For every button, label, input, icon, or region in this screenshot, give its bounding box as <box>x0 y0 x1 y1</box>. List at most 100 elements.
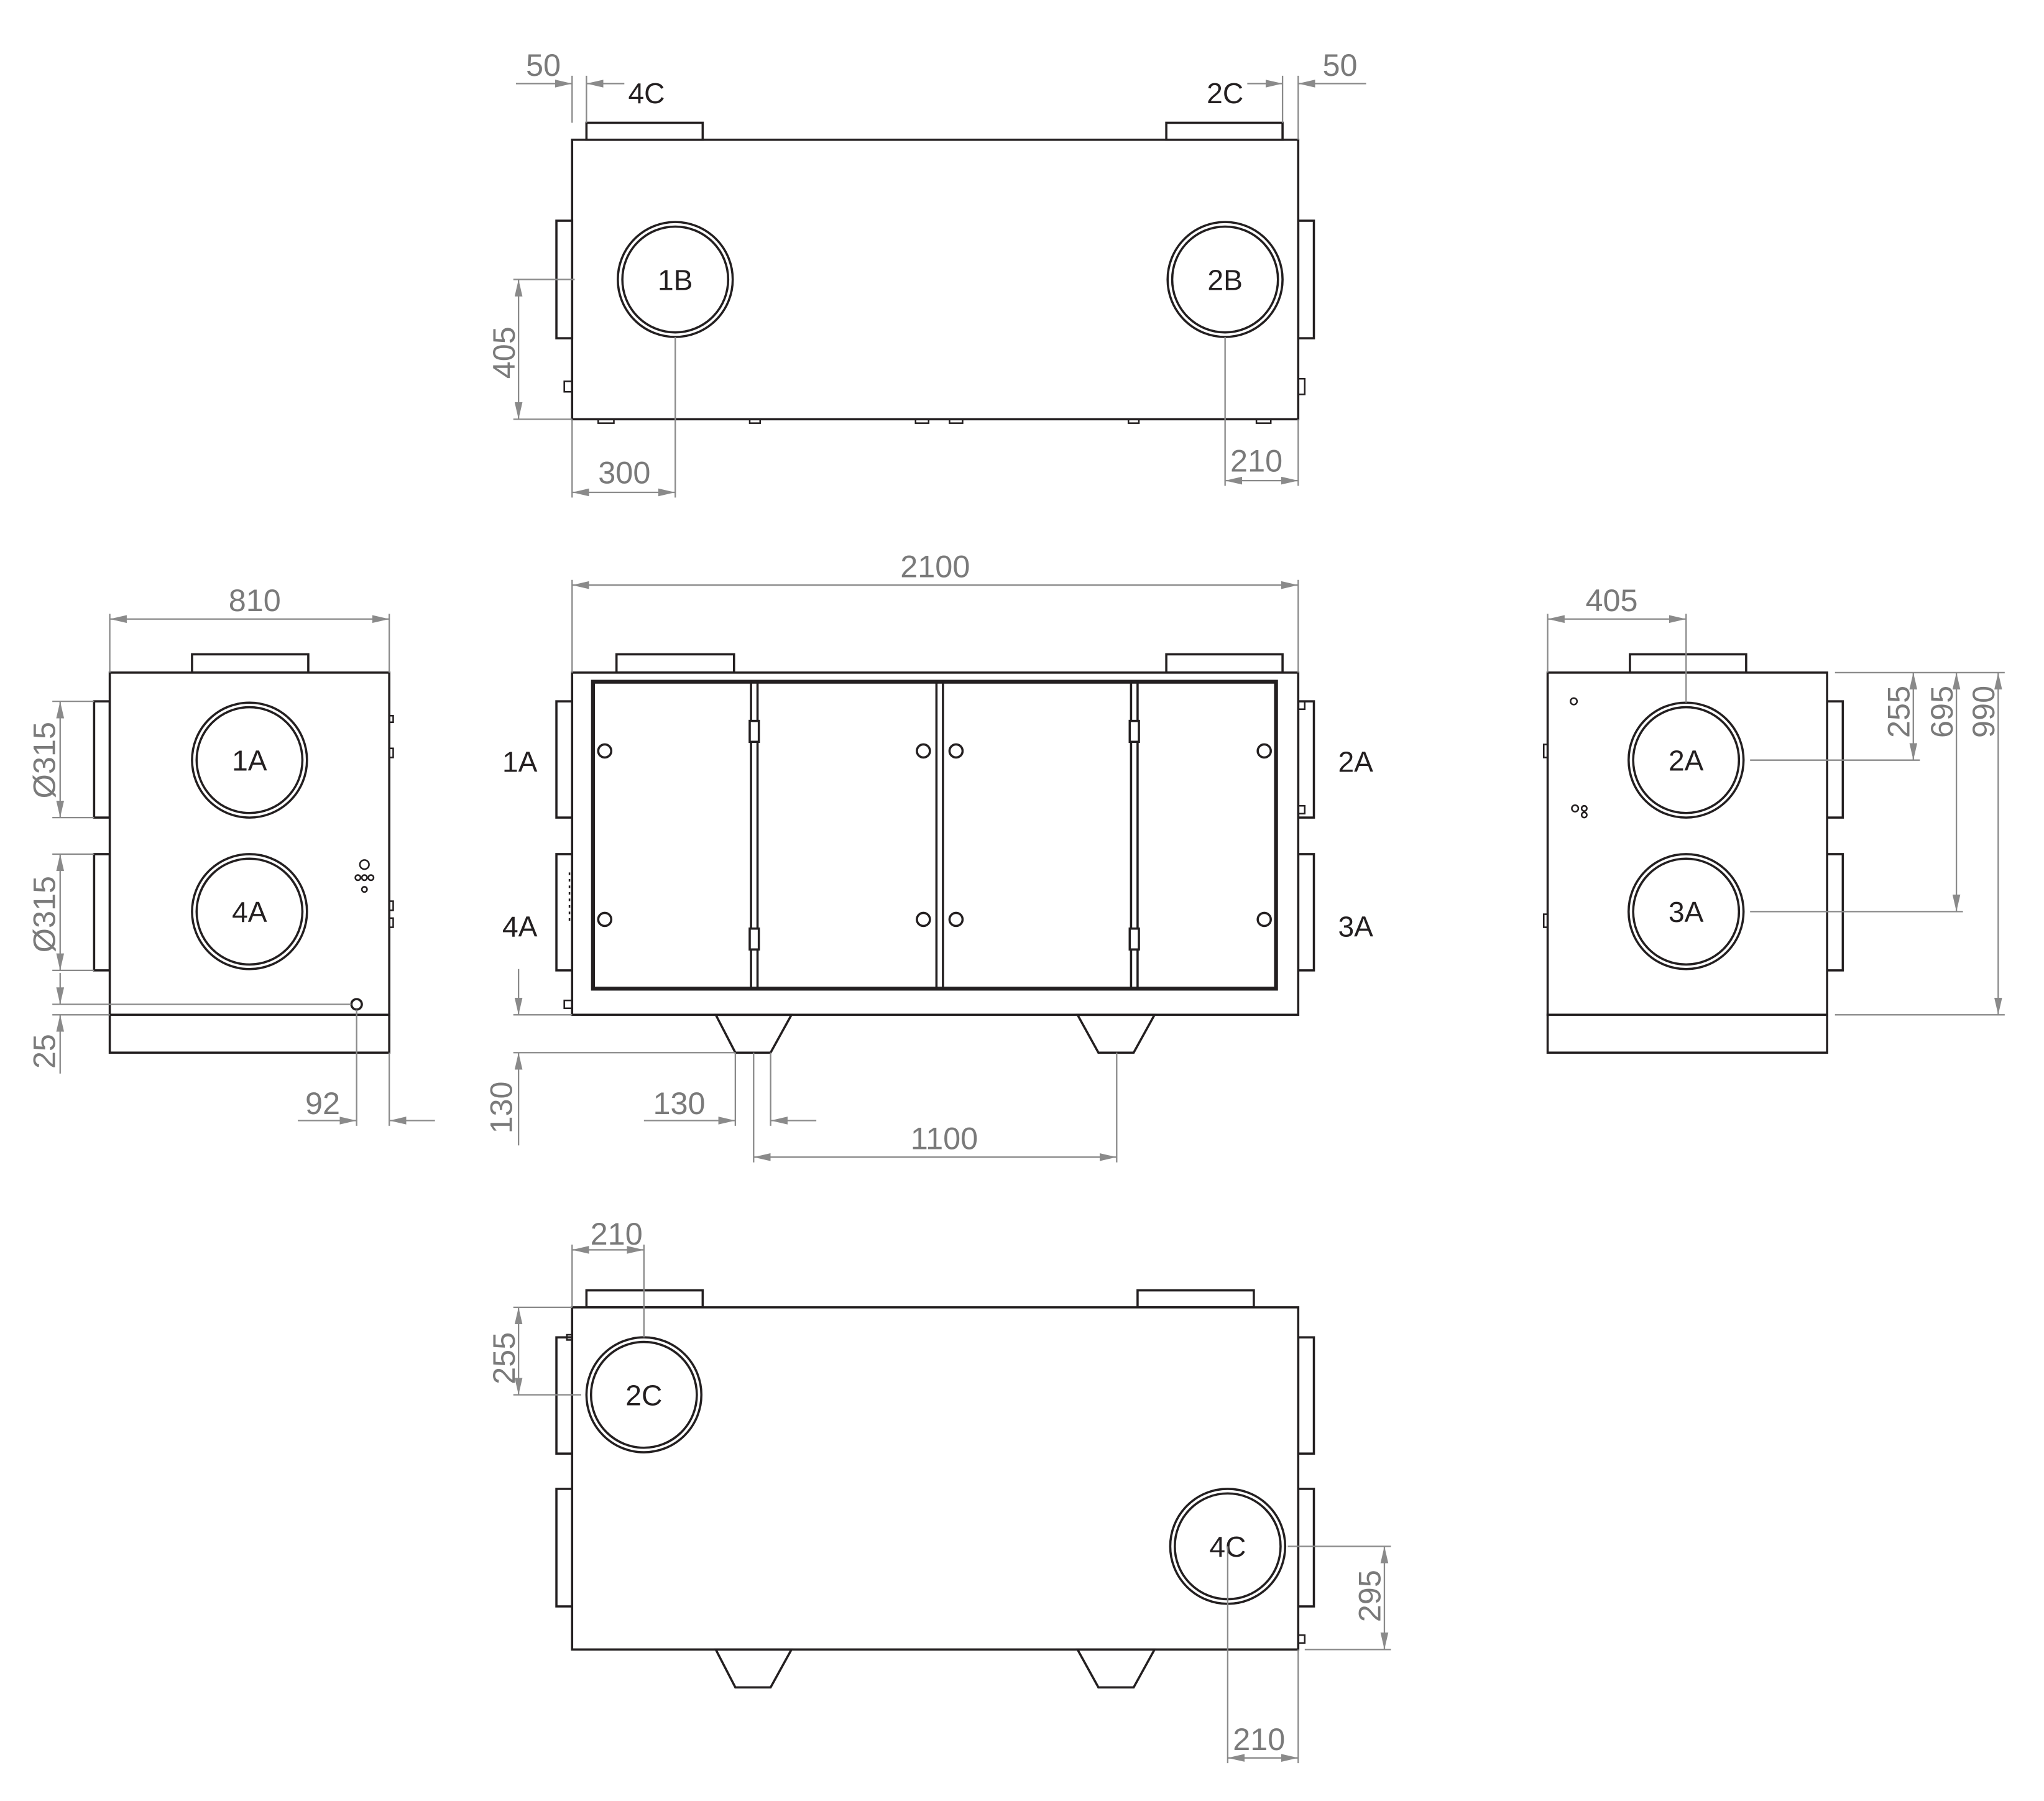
hinge <box>1128 927 1140 951</box>
port-2b-label: 2B <box>1207 264 1243 296</box>
port-1b-label: 1B <box>658 264 693 296</box>
panel-handle <box>597 911 613 928</box>
port-label-upper-left: 1A <box>502 746 538 778</box>
top-view-foot-mark <box>914 418 930 424</box>
stub-label-right: 2C <box>1207 77 1243 109</box>
port-4a-inner <box>195 857 304 966</box>
connector-dot <box>1580 811 1588 819</box>
hinge <box>1128 719 1140 744</box>
port-3a-outer <box>1627 853 1745 970</box>
dim-text-port-height: 405 <box>486 326 522 379</box>
port-2a-inner <box>1632 706 1741 814</box>
connector-dot <box>361 874 368 882</box>
right-view-side-tab <box>1543 744 1549 758</box>
front-view: 1A 4A 2A 3A 2100 130 130 1100 <box>484 549 1373 1163</box>
panel-handle <box>916 743 931 759</box>
hinge <box>748 927 760 951</box>
connector-dot <box>361 886 368 893</box>
dim-text-left-stub-offset: 50 <box>526 47 561 83</box>
top-view-stub-right <box>1165 121 1284 141</box>
panel-handle <box>948 743 964 759</box>
right-view-side-tab <box>1543 913 1549 928</box>
port-3a-label: 3A <box>1669 896 1704 928</box>
panel-handle <box>948 911 964 928</box>
top-view-bracket-left <box>563 380 573 393</box>
dim-text-left-port-height: 255 <box>486 1332 522 1384</box>
panel-handle <box>1256 911 1272 928</box>
dim-text-left-port-offset: 300 <box>598 454 650 490</box>
dim-text-foot-width: 130 <box>653 1085 705 1121</box>
port-2c-label: 2C <box>625 1379 662 1411</box>
right-view-body <box>1546 671 1828 1016</box>
top-view-foot-mark <box>1127 418 1140 424</box>
dim-text-left-port-offset: 210 <box>591 1216 643 1251</box>
bottom-view-side-tab <box>1297 1634 1306 1644</box>
dim-text-upper-port-height: 255 <box>1881 686 1916 738</box>
bottom-view-side-tab <box>566 1333 573 1341</box>
front-view-door-frame <box>591 679 1278 991</box>
port-1b-inner <box>621 225 730 334</box>
top-view: 1B 2B 50 4C 50 2C 405 300 210 <box>486 47 1366 498</box>
left-view-body <box>108 671 390 1016</box>
dim-text-side-offset: 92 <box>305 1085 340 1121</box>
left-view-side-tab <box>388 747 394 758</box>
dim-text-right-port-height: 295 <box>1352 1570 1388 1622</box>
top-view-foot-mark <box>597 418 615 424</box>
dim-text-lower-port-height: 695 <box>1924 686 1959 738</box>
front-view-side-tab <box>1297 700 1306 710</box>
connector-dot <box>367 874 375 882</box>
top-view-stub-left <box>585 121 704 141</box>
panel-handle <box>597 743 613 759</box>
stub-label-left: 4C <box>628 77 665 109</box>
port-1a-label: 1A <box>232 744 267 776</box>
top-view-side-stub-right <box>1297 219 1315 339</box>
bottom-view: 2C 4C 210 255 295 210 <box>486 1216 1391 1764</box>
dim-text-bottom-offset: 25 <box>26 1034 62 1069</box>
top-view-foot-mark <box>748 418 762 424</box>
dim-text-lower-diameter: Ø315 <box>26 876 62 952</box>
left-view-side-tab <box>388 917 394 928</box>
dim-text-foot-spacing: 1100 <box>911 1121 978 1156</box>
hinge <box>748 719 760 744</box>
front-view-side-tab <box>1297 804 1306 815</box>
right-view-base <box>1546 1013 1828 1054</box>
panel-handle <box>1256 743 1272 759</box>
dim-text-length: 2100 <box>900 549 970 584</box>
connector-dot <box>1571 804 1580 813</box>
port-1a-outer <box>191 701 308 819</box>
dim-text-right-port-offset: 210 <box>1230 443 1282 478</box>
port-1a-inner <box>195 706 304 814</box>
dim-text-width: 810 <box>229 583 281 618</box>
support-foot-right <box>1075 1648 1157 1689</box>
support-foot-left <box>714 1648 794 1689</box>
port-label-lower-right: 3A <box>1338 910 1373 942</box>
dim-text-upper-diameter: Ø315 <box>26 722 62 798</box>
left-view-side-tab <box>388 900 394 911</box>
connector-dot <box>359 859 370 870</box>
port-2c-inner <box>589 1340 698 1449</box>
dim-text-right-stub-offset: 50 <box>1323 47 1358 83</box>
dim-text-height: 990 <box>1966 686 2001 738</box>
left-view-side-tab <box>388 714 394 724</box>
front-view-side-tab <box>563 999 573 1010</box>
left-view-base <box>108 1013 390 1054</box>
dim-text-right-port-offset: 210 <box>1233 1721 1285 1757</box>
dim-text-port-offset: 405 <box>1585 583 1637 618</box>
connector-dot <box>1580 804 1588 812</box>
dim-text-foot-height: 130 <box>484 1081 519 1133</box>
port-3a-inner <box>1632 857 1741 966</box>
panel-handle <box>916 911 931 928</box>
support-foot-right <box>1075 1013 1157 1054</box>
port-label-lower-left: 4A <box>502 910 538 942</box>
port-label-upper-right: 2A <box>1338 746 1373 778</box>
connector-dot <box>1570 697 1578 706</box>
port-2a-label: 2A <box>1669 744 1704 776</box>
left-view: 1A 4A 810 Ø315 Ø315 25 92 <box>26 583 435 1126</box>
port-2b-inner <box>1171 225 1279 334</box>
top-view-foot-mark <box>949 418 964 424</box>
port-4a-label: 4A <box>232 896 267 928</box>
right-view: 2A 3A 405 255 695 990 <box>1543 583 2005 1054</box>
top-view-foot-mark <box>1255 418 1272 424</box>
port-4a-outer <box>191 853 308 970</box>
